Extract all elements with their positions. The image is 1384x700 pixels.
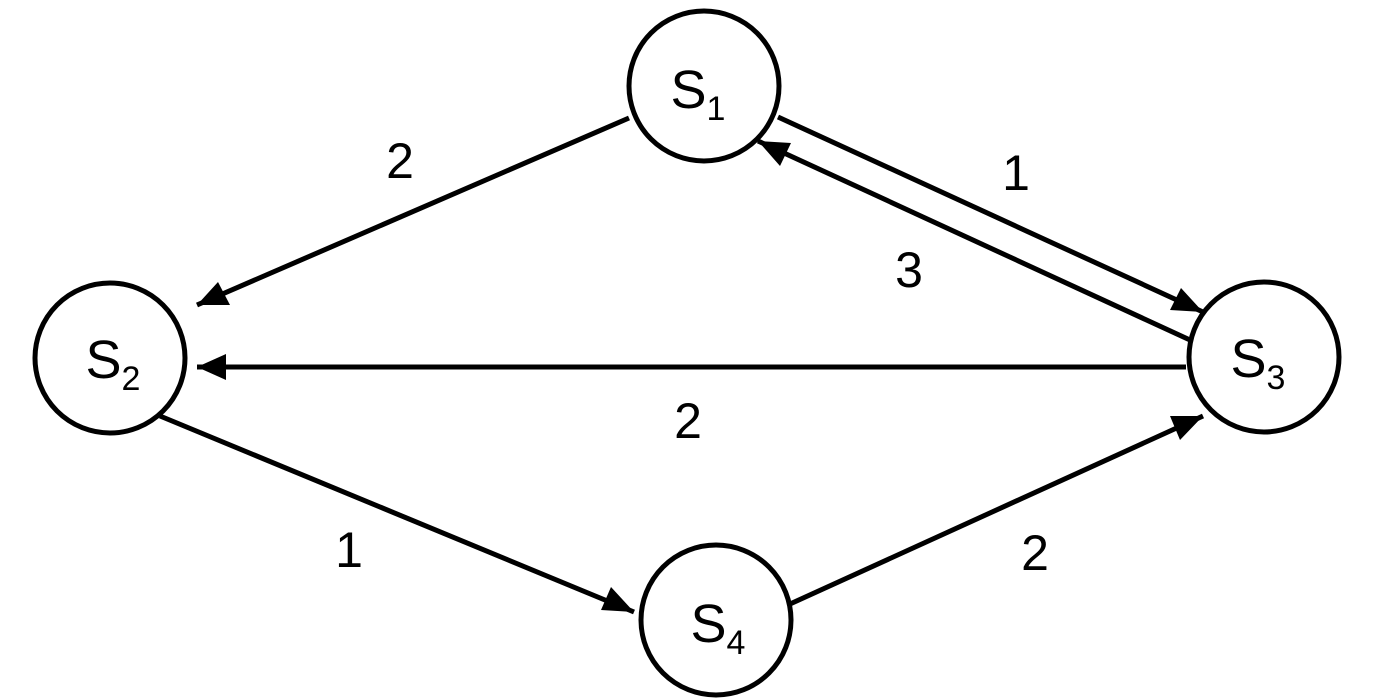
node-s4: S4 [638, 542, 794, 698]
node-s3-letter: S [1231, 329, 1267, 389]
edge-s1-to-s3 [776, 114, 1205, 315]
node-s1: S1 [626, 8, 782, 164]
node-s3-label: S3 [1231, 329, 1286, 397]
edge-s1-to-s2 [196, 115, 630, 308]
edge-s4-to-s3 [788, 413, 1205, 607]
edge-label-s1-s3: 1 [1002, 145, 1030, 201]
node-s1-label: S1 [671, 60, 726, 128]
edge-label-s1-s2: 2 [386, 133, 414, 189]
node-s3: S3 [1186, 279, 1342, 435]
node-s4-label: S4 [691, 594, 746, 662]
node-s2-label: S2 [86, 330, 141, 398]
node-s2-letter: S [86, 330, 122, 390]
nodes: S1 S2 S3 S4 [32, 8, 1342, 698]
node-s3-index: 3 [1267, 359, 1286, 397]
edge-s3-to-s2 [197, 354, 1186, 380]
edge-s3-to-s1 [756, 138, 1192, 343]
edge-labels: 2 1 3 2 1 2 [335, 133, 1049, 581]
edge-label-s3-s2: 2 [674, 393, 702, 449]
edges [159, 114, 1205, 615]
arrowhead-s4 [601, 587, 634, 612]
arrowhead-s3-top [1170, 288, 1203, 312]
arrowhead-s2 [197, 282, 230, 305]
edge-s2-to-s4 [159, 413, 635, 615]
arrowhead-s2-middle [197, 354, 226, 380]
edge-label-s2-s4: 1 [335, 522, 363, 578]
arrowhead-s1 [758, 141, 791, 166]
node-s4-index: 4 [727, 624, 746, 662]
node-s1-index: 1 [707, 90, 726, 128]
node-s1-letter: S [671, 60, 707, 120]
arrowhead-s3-bottom [1170, 416, 1203, 440]
edge-label-s3-s1: 3 [895, 242, 923, 298]
edge-label-s4-s3: 2 [1021, 525, 1049, 581]
node-s2-index: 2 [122, 360, 141, 398]
node-s2: S2 [32, 280, 188, 436]
node-s4-letter: S [691, 594, 727, 654]
